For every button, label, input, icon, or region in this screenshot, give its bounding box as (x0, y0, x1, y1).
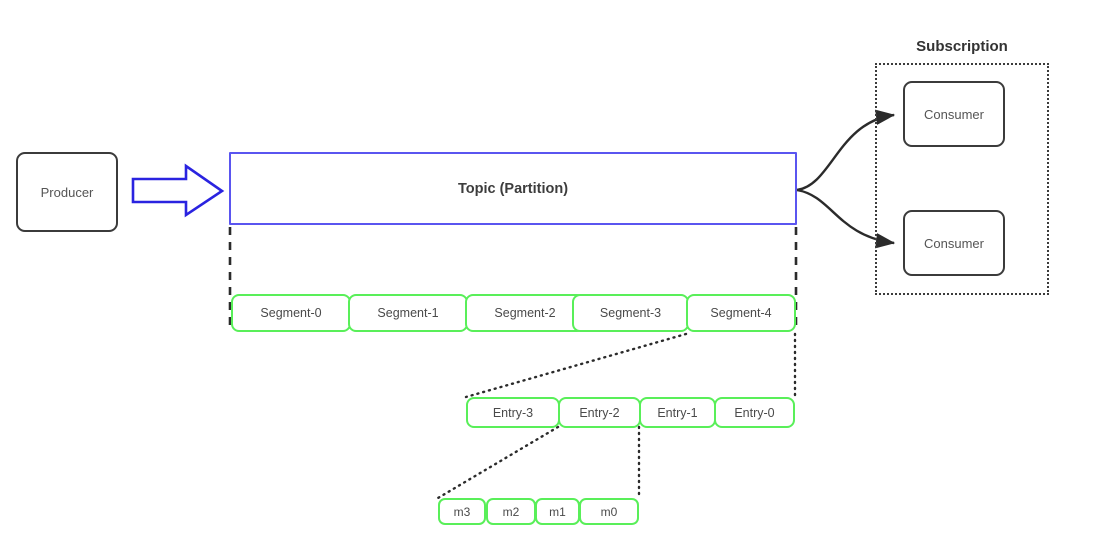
consumer-label-1: Consumer (924, 106, 984, 122)
topic-partition-box[interactable]: Topic (Partition) (229, 152, 797, 225)
message-label-m1: m1 (549, 504, 566, 519)
message-label-m2: m2 (502, 504, 520, 519)
entry-box-2[interactable]: Entry-2 (558, 397, 641, 428)
subscription-caption: Subscription (916, 38, 1008, 55)
producer-box[interactable]: Producer (16, 152, 118, 232)
segment-box-1[interactable]: Segment-1 (348, 294, 468, 332)
segment-box-2[interactable]: Segment-2 (465, 294, 585, 332)
segment-label-1: Segment-1 (377, 306, 439, 320)
subscription-container (875, 63, 1049, 295)
message-label-m3: m3 (453, 504, 471, 519)
entry-box-1[interactable]: Entry-1 (639, 397, 716, 428)
segment-box-4[interactable]: Segment-4 (686, 294, 796, 332)
producer-to-topic-arrow (131, 163, 225, 218)
entry-box-3[interactable]: Entry-3 (466, 397, 560, 428)
segment-label-4: Segment-4 (710, 306, 772, 320)
entry-box-0[interactable]: Entry-0 (714, 397, 795, 428)
message-box-m0[interactable]: m0 (579, 498, 639, 525)
entry-label-3: Entry-3 (492, 405, 534, 420)
segment-box-3[interactable]: Segment-3 (572, 294, 689, 332)
entry-label-0: Entry-0 (734, 405, 775, 420)
message-label-m0: m0 (600, 504, 618, 519)
segment-label-2: Segment-2 (494, 306, 556, 320)
entry-label-2: Entry-2 (579, 405, 620, 420)
segment-label-3: Segment-3 (599, 306, 662, 320)
entry-label-1: Entry-1 (657, 405, 698, 420)
consumer-label-2: Consumer (924, 235, 984, 251)
entry2-left-dotted-connector (436, 425, 560, 500)
consumer-box-1[interactable]: Consumer (903, 81, 1005, 147)
producer-label: Producer (40, 184, 94, 200)
segment-label-0: Segment-0 (260, 306, 322, 320)
topic-label: Topic (Partition) (457, 180, 569, 197)
message-box-m1[interactable]: m1 (535, 498, 580, 525)
consumer-box-2[interactable]: Consumer (903, 210, 1005, 276)
segment-box-0[interactable]: Segment-0 (231, 294, 351, 332)
message-box-m2[interactable]: m2 (486, 498, 536, 525)
message-box-m3[interactable]: m3 (438, 498, 486, 525)
segment4-left-dotted-connector (464, 332, 688, 399)
